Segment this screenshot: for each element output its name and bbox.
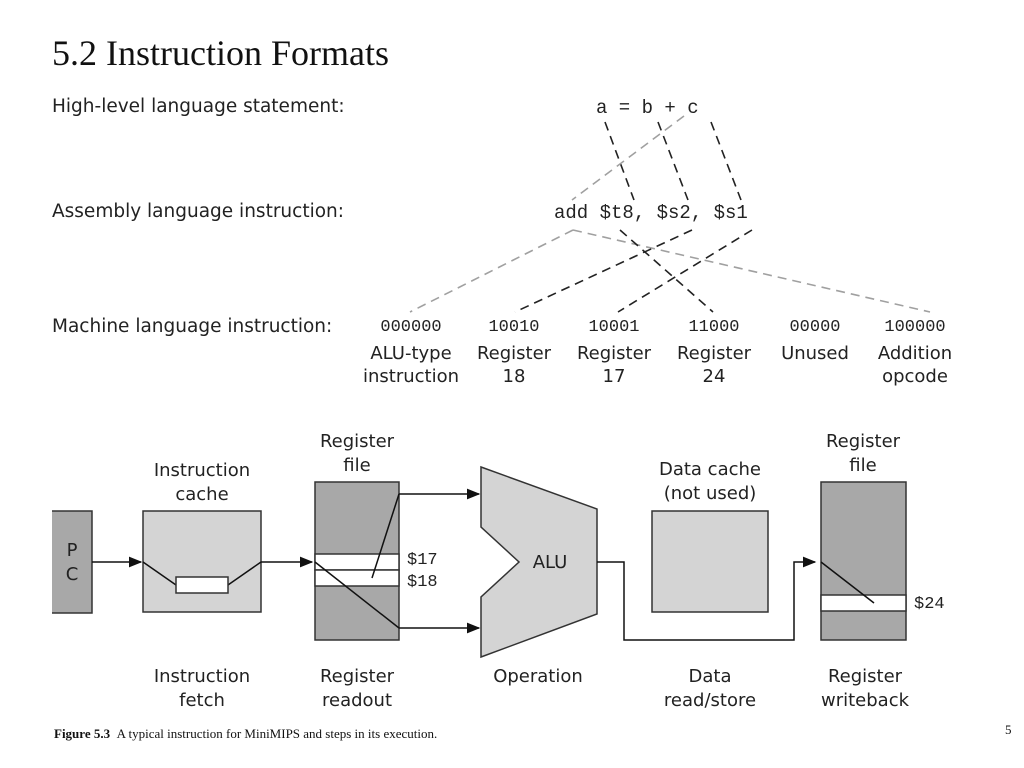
stage-instruction-fetch: Instruction fetch xyxy=(132,665,272,713)
field-opcode-desc-1: ALU-type xyxy=(370,343,452,364)
field-sh-desc: Unused xyxy=(760,342,870,365)
pc-label-1: P xyxy=(66,540,78,561)
stage-4-line-1: Data xyxy=(688,666,732,687)
instruction-cache-label-1: Instruction xyxy=(153,460,251,481)
field-rd-bits: 11000 xyxy=(688,318,740,337)
map-c-to-s1 xyxy=(710,121,742,201)
data-cache-label-2: (not used) xyxy=(663,483,757,504)
register-file-1-label-2: file xyxy=(343,455,371,476)
stage-register-readout: Register readout xyxy=(297,665,417,713)
register-file-2-box xyxy=(820,481,907,641)
assembly-instruction: add $t8, $s2, $s1 xyxy=(554,202,748,224)
assembly-label: Assembly language instruction: xyxy=(52,201,344,222)
field-rd-desc: Register 24 xyxy=(659,342,769,388)
stage-register-writeback: Register writeback xyxy=(795,665,935,713)
instruction-cache-box xyxy=(142,510,262,613)
high-level-statement: a = b + c xyxy=(596,97,699,119)
register-file-2-label-2: file xyxy=(849,455,877,476)
field-rt-desc-1: Register xyxy=(576,343,652,364)
regfile-read-line-1 xyxy=(371,493,400,579)
field-fn-desc-2: opcode xyxy=(882,366,948,387)
field-fn-desc: Addition opcode xyxy=(860,342,970,388)
stage-5-line-1: Register xyxy=(827,666,903,687)
field-rs-desc: Register 18 xyxy=(459,342,569,388)
map-t8-to-rd xyxy=(619,229,714,313)
figure-caption: Figure 5.3 A typical instruction for Min… xyxy=(54,726,437,742)
figure-caption-text: A typical instruction for MiniMIPS and s… xyxy=(116,726,438,741)
stage-4-line-2: read/store xyxy=(663,690,757,711)
page-number: 5 xyxy=(1005,722,1012,737)
pc-label-2: C xyxy=(65,564,79,585)
high-level-label: High-level language statement: xyxy=(52,96,345,117)
data-cache-label: Data cache (not used) xyxy=(630,458,790,506)
reg-24-label: $24 xyxy=(914,595,945,614)
register-file-1-label: Register file xyxy=(297,430,417,478)
stage-5-line-2: writeback xyxy=(820,690,910,711)
alu-label: ALU xyxy=(532,552,568,573)
field-rs-desc-2: 18 xyxy=(502,366,526,387)
register-file-1-label-1: Register xyxy=(319,431,395,452)
reg-17-label: $17 xyxy=(407,551,438,570)
machine-label: Machine language instruction: xyxy=(52,316,333,337)
field-sh-bits: 00000 xyxy=(789,318,841,337)
page-title: 5.2 Instruction Formats xyxy=(52,33,389,73)
pc-label: P C xyxy=(52,539,92,587)
instruction-cache-label: Instruction cache xyxy=(132,459,272,507)
map-a-to-t8 xyxy=(604,121,635,201)
map-s2-to-rs xyxy=(514,229,693,313)
field-opcode-bits: 000000 xyxy=(380,318,442,337)
field-rt-desc-2: 17 xyxy=(602,366,626,387)
data-cache-box xyxy=(651,510,769,613)
stage-1-line-1: Instruction xyxy=(153,666,251,687)
field-rt-desc: Register 17 xyxy=(559,342,669,388)
instruction-word xyxy=(175,576,229,594)
field-rs-bits: 10010 xyxy=(488,318,540,337)
field-opcode-desc: ALU-type instruction xyxy=(356,342,466,388)
map-s1-to-rt xyxy=(617,229,753,313)
alu-output-path xyxy=(597,556,817,641)
map-b-to-s2 xyxy=(657,121,689,201)
data-cache-label-1: Data cache xyxy=(658,459,761,480)
figure-caption-label: Figure 5.3 xyxy=(54,726,111,741)
field-rd-desc-1: Register xyxy=(676,343,752,364)
field-rd-desc-2: 24 xyxy=(702,366,726,387)
stage-1-line-2: fetch xyxy=(179,690,225,711)
register-file-2-label: Register file xyxy=(803,430,923,478)
regfile-read-line-2 xyxy=(314,561,400,629)
stage-3-line-1: Operation xyxy=(493,666,583,687)
map-add-to-function xyxy=(572,229,931,313)
reg-18-slot xyxy=(314,569,400,587)
alu-shape xyxy=(480,465,598,659)
field-opcode-desc-2: instruction xyxy=(362,366,460,387)
reg-18-label: $18 xyxy=(407,573,438,592)
stage-2-line-2: readout xyxy=(321,690,392,711)
register-file-2-label-1: Register xyxy=(825,431,901,452)
field-rt-bits: 10001 xyxy=(588,318,640,337)
field-rs-desc-1: Register xyxy=(476,343,552,364)
reg-17-slot xyxy=(314,553,400,571)
reg-24-slot xyxy=(820,594,907,612)
instruction-cache-label-2: cache xyxy=(175,484,229,505)
stage-2-line-1: Register xyxy=(319,666,395,687)
map-add-to-opcode xyxy=(409,229,574,313)
stage-data-read-store: Data read/store xyxy=(640,665,780,713)
field-fn-desc-1: Addition xyxy=(877,343,953,364)
stage-operation: Operation xyxy=(478,665,598,689)
field-fn-bits: 100000 xyxy=(884,318,946,337)
map-plus-to-add xyxy=(571,115,685,201)
regfile-write-line xyxy=(820,561,875,604)
field-sh-desc-1: Unused xyxy=(781,343,849,364)
